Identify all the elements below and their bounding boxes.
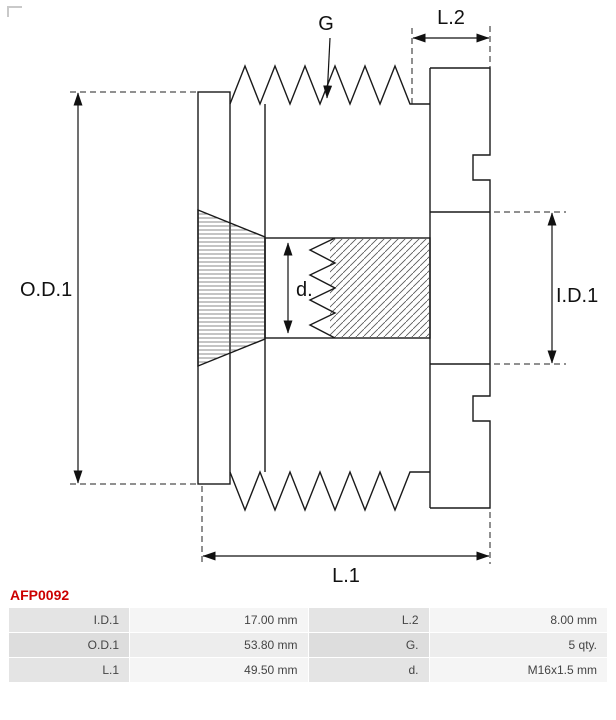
dim-label-id1: I.D.1: [556, 285, 598, 307]
part-number: AFP0092: [10, 587, 70, 603]
spec-value-cell: 49.50 mm: [130, 658, 308, 682]
pulley-outline: [197, 64, 491, 512]
spec-label-cell: G.: [308, 633, 429, 657]
spec-value-cell: 5 qty.: [429, 633, 607, 657]
specs-table: I.D.1 17.00 mm L.2 8.00 mm O.D.1 53.80 m…: [8, 607, 608, 683]
dimension-od1: O.D.1: [20, 92, 83, 484]
table-row: I.D.1 17.00 mm L.2 8.00 mm: [9, 608, 607, 632]
table-row: L.1 49.50 mm d. M16x1.5 mm: [9, 658, 607, 682]
thread-hatch-region: [330, 239, 429, 337]
dimension-l2: L.2: [412, 7, 490, 43]
spec-value-cell: 53.80 mm: [130, 633, 308, 657]
bottom-belt-grooves: [229, 470, 430, 512]
spec-label-cell: O.D.1: [9, 633, 129, 657]
dim-label-l1: L.1: [332, 565, 360, 586]
dim-label-g: G: [318, 13, 334, 35]
dim-label-d: d.: [296, 279, 313, 301]
pulley-technical-drawing: O.D.1 L.2 G L.1 I.D.1 d.: [20, 7, 598, 586]
dimension-l1: L.1: [202, 551, 490, 586]
spec-value-cell: 17.00 mm: [130, 608, 308, 632]
dimension-g: G: [318, 13, 334, 99]
dimension-d: d.: [283, 242, 313, 334]
top-belt-grooves: [229, 64, 430, 106]
dimension-id1: I.D.1: [547, 212, 598, 364]
spec-label-cell: L.2: [308, 608, 429, 632]
technical-drawing-area: O.D.1 L.2 G L.1 I.D.1 d.: [20, 7, 598, 586]
table-row: O.D.1 53.80 mm G. 5 qty.: [9, 633, 607, 657]
knurled-hub: [197, 208, 266, 368]
spec-value-cell: 8.00 mm: [429, 608, 607, 632]
extension-lines: [70, 26, 566, 564]
dim-label-od1: O.D.1: [20, 279, 72, 301]
thread-profile-zigzag: [308, 237, 337, 339]
dim-label-l2: L.2: [437, 7, 465, 29]
spec-label-cell: d.: [308, 658, 429, 682]
page-corner-artifact: [7, 6, 22, 17]
spec-label-cell: L.1: [9, 658, 129, 682]
right-end-cap: [430, 67, 491, 509]
leader-line-g: [323, 37, 333, 99]
spec-label-cell: I.D.1: [9, 608, 129, 632]
spec-value-cell: M16x1.5 mm: [429, 658, 607, 682]
